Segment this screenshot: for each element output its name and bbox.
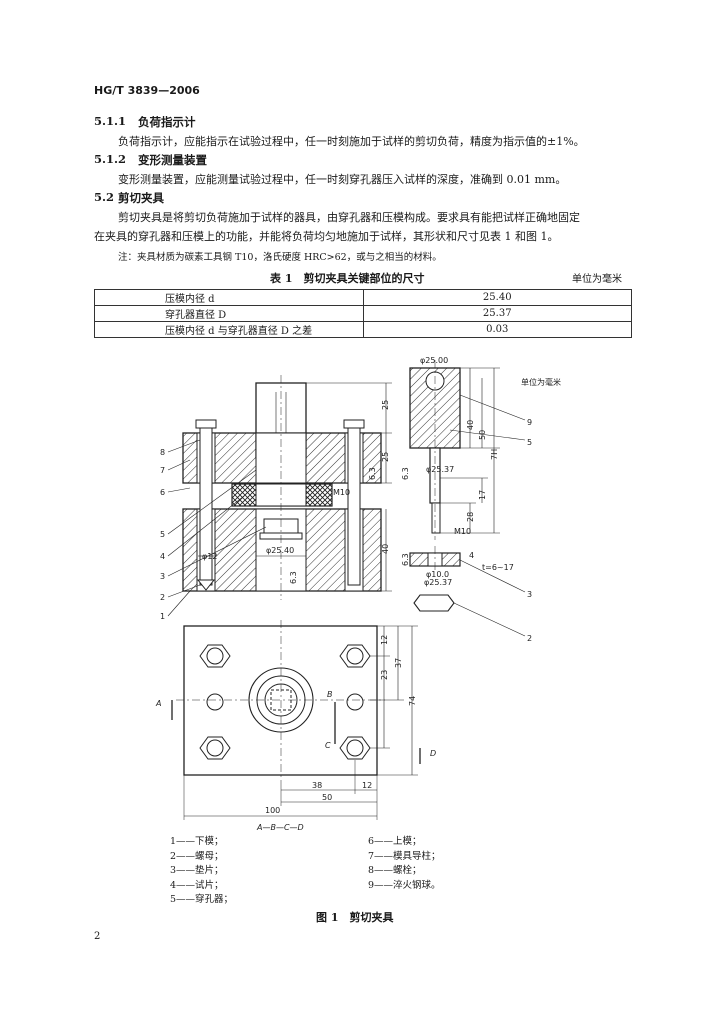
right-part-2: 2	[527, 634, 532, 643]
dim-38: 38	[312, 781, 322, 790]
section-label: A—B—C—D	[256, 823, 304, 832]
table-cell-value: 25.37	[362, 305, 632, 322]
standard-code: HG/T 3839—2006	[94, 84, 200, 97]
material-note: 注：夹具材质为碳素工具钢 T10，洛氏硬度 HRC>62，或与之相当的材料。	[118, 252, 442, 263]
section-mark-a: A	[155, 699, 161, 708]
section-5-1-2-number: 5.1.2	[94, 152, 127, 166]
legend-item: 8——螺栓；	[368, 865, 422, 876]
legend-left: 1——下模； 2——螺母； 3——垫片； 4——试片； 5——穿孔器；	[170, 835, 233, 908]
dim-7h: 7H	[490, 449, 499, 460]
section-5-2-number: 5.2	[94, 190, 115, 204]
right-part-5: 5	[527, 438, 532, 447]
dim-25-upper: 25	[381, 400, 390, 410]
table-cell-value: 25.40	[362, 289, 632, 306]
part-number-2: 2	[160, 593, 165, 602]
part-number-3: 3	[160, 572, 165, 581]
label-d25-37-b: φ25.37	[424, 578, 452, 587]
table-caption: 表 1 剪切夹具关键部位的尺寸	[270, 272, 425, 285]
table-unit: 单位为毫米	[572, 274, 622, 285]
dim-17: 17	[478, 490, 487, 500]
section-mark-d: D	[430, 749, 436, 758]
part-number-5: 5	[160, 530, 165, 539]
dim-50-punch: 50	[478, 430, 487, 440]
dim-50-bottom: 50	[322, 793, 332, 802]
table-cell-label: 压模内径 d 与穿孔器直径 D 之差	[94, 321, 364, 338]
dim-40-punch: 40	[466, 420, 475, 430]
table-cell-value: 0.03	[362, 321, 632, 338]
right-part-3: 3	[527, 590, 532, 599]
dim-12-bottom: 12	[362, 781, 372, 790]
section-5-1-1-number: 5.1.1	[94, 114, 127, 128]
shear-fixture-drawing: 8 7 6 5 4 3 2 1 25 25 40 6.3 6.3 M10 φ12…	[155, 356, 561, 832]
legend-item: 7——模具导柱；	[368, 850, 441, 862]
part-number-1: 1	[160, 612, 165, 621]
right-part-9: 9	[527, 418, 532, 427]
section-mark-c: C	[325, 741, 331, 750]
legend-item: 2——螺母；	[170, 850, 224, 862]
legend-right: 6——上模； 7——模具导柱； 8——螺栓； 9——淬火钢球。	[368, 835, 441, 893]
label-m10-main: M10	[333, 488, 350, 497]
legend-item: 1——下模；	[170, 836, 224, 847]
part-number-6: 6	[160, 488, 165, 497]
label-d25-00: φ25.00	[420, 356, 448, 365]
table-row: 压模内径 d 与穿孔器直径 D 之差 0.03	[94, 321, 632, 338]
dim-74: 74	[408, 696, 417, 706]
part-number-7: 7	[160, 466, 165, 475]
dim-6-3-c: 6.3	[401, 467, 410, 480]
legend-item: 9——淬火钢球。	[368, 879, 441, 891]
table-cell-label: 压模内径 d	[94, 289, 364, 306]
dim-100: 100	[265, 806, 280, 815]
label-d10-0: φ10.0	[426, 570, 449, 579]
dim-4: 4	[469, 551, 474, 560]
dim-37: 37	[394, 658, 403, 668]
legend-item: 5——穿孔器；	[170, 894, 234, 905]
part-number-4: 4	[160, 552, 165, 561]
dim-23: 23	[380, 670, 389, 680]
label-d25-40: φ25.40	[266, 546, 294, 555]
label-thickness-range: t=6~17	[482, 563, 514, 572]
dimension-table: 压模内径 d 25.40 穿孔器直径 D 25.37 压模内径 d 与穿孔器直径…	[94, 289, 632, 338]
dim-40-die: 40	[381, 544, 390, 554]
legend-item: 4——试片；	[170, 879, 224, 891]
part-number-8: 8	[160, 448, 165, 457]
label-d25-37-a: φ25.37	[426, 465, 454, 474]
section-5-2-text-line1: 剪切夹具是将剪切负荷施加于试样的器具，由穿孔器和压模构成。要求具有能把试样正确地…	[118, 211, 580, 224]
figure-caption: 图 1 剪切夹具	[316, 911, 394, 924]
page-number: 2	[94, 931, 101, 942]
legend-item: 3——垫片；	[170, 865, 224, 876]
label-d12: φ12	[202, 552, 217, 561]
section-5-1-2-title: 变形测量装置	[138, 153, 207, 167]
table-row: 穿孔器直径 D 25.37	[94, 305, 632, 322]
dim-6-3-d: 6.3	[401, 553, 410, 566]
figure-unit: 单位为毫米	[521, 377, 561, 387]
table-row: 压模内径 d 25.40	[94, 289, 632, 306]
dim-12-plan: 12	[380, 635, 389, 645]
legend-item: 6——上模；	[368, 836, 422, 847]
section-5-2-text-line2: 在夹具的穿孔器和压模上的功能，并能将负荷均匀地施加于试样，其形状和尺寸见表 1 …	[94, 230, 559, 243]
section-5-1-1-title: 负荷指示计	[138, 115, 196, 129]
label-m10-detail: M10	[454, 527, 471, 536]
section-5-1-1-text: 负荷指示计，应能指示在试验过程中，任一时刻施加于试样的剪切负荷，精度为指示值的±…	[118, 135, 585, 148]
dim-6-3-b: 6.3	[289, 571, 298, 584]
section-5-2-title: 剪切夹具	[118, 191, 164, 205]
dim-6-3-a: 6.3	[368, 467, 377, 480]
table-cell-label: 穿孔器直径 D	[94, 305, 364, 322]
section-mark-b: B	[327, 690, 333, 699]
dim-28: 28	[466, 512, 475, 522]
section-5-1-2-text: 变形测量装置，应能测量试验过程中，任一时刻穿孔器压入试样的深度，准确到 0.01…	[118, 173, 567, 186]
dim-25-lower: 25	[381, 452, 390, 462]
